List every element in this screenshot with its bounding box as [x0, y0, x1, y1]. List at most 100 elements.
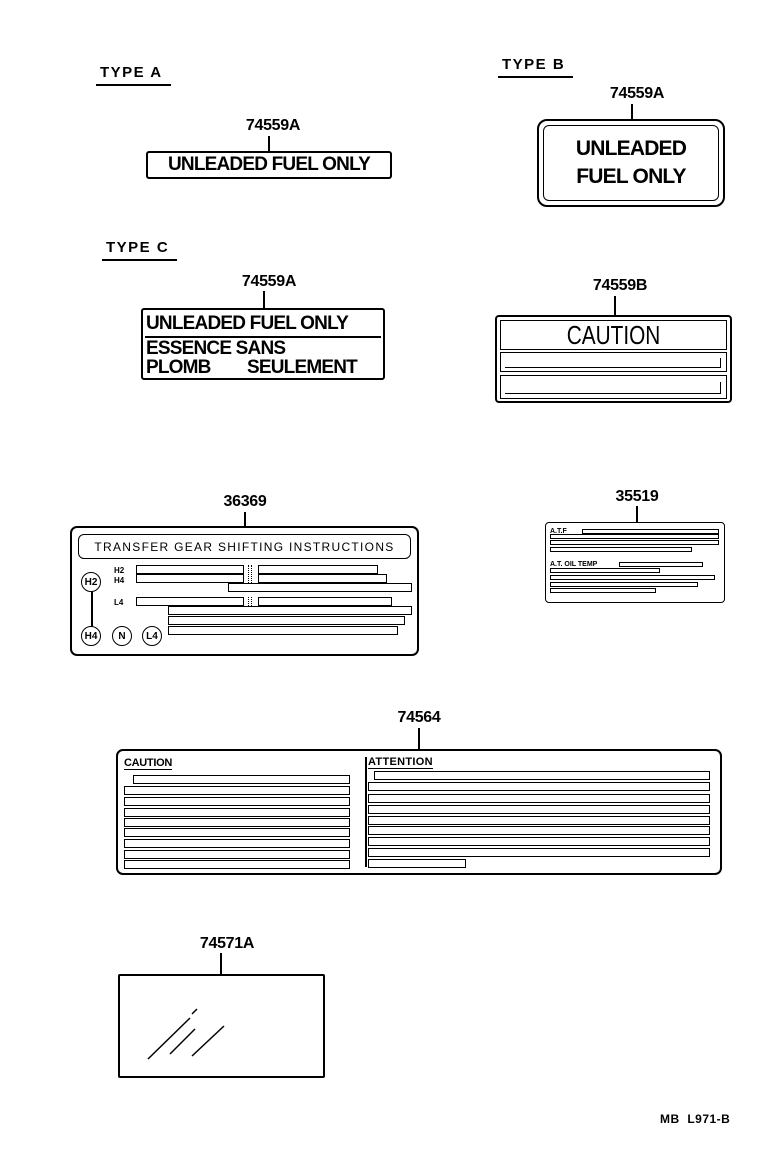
part-number-35519: 35519: [615, 488, 659, 505]
type-c-heading: TYPE C: [102, 239, 178, 261]
leader-line: [220, 953, 222, 975]
text-line-placeholder: [550, 582, 698, 587]
separator: [248, 565, 252, 583]
caution-heading: CAUTION: [124, 757, 173, 770]
text-placeholder-frame: [500, 352, 727, 372]
label-inner-frame: UNLEADED FUEL ONLY: [543, 125, 719, 201]
text-line-placeholder: [368, 816, 710, 825]
label-blank-74571a[interactable]: [118, 974, 325, 1078]
row-label-h4: H4: [114, 576, 125, 585]
label-unleaded-fuel-only-type-a[interactable]: UNLEADED FUEL ONLY: [146, 151, 392, 179]
label-text-line2: ESSENCE SANS: [146, 338, 286, 359]
text-line-placeholder: [550, 547, 692, 552]
leader-line: [263, 291, 265, 309]
leader-line: [418, 728, 420, 750]
text-line-placeholder: [124, 860, 350, 869]
text-line-placeholder: [124, 818, 350, 827]
diagram-reference-code: MB L971-B: [660, 1112, 731, 1126]
label-caution-attention[interactable]: CAUTION ATTENTION: [116, 749, 722, 875]
divider: [145, 336, 381, 338]
part-number-74559b: 74559B: [592, 277, 648, 294]
text-line-placeholder: [368, 782, 710, 791]
text-line-placeholder: [619, 562, 703, 567]
leader-line: [244, 512, 246, 527]
label-text-line3b: SEULEMENT: [247, 357, 358, 378]
label-transfer-gear-shifting[interactable]: TRANSFER GEAR SHIFTING INSTRUCTIONS H2 H…: [70, 526, 419, 656]
type-a-heading: TYPE A: [96, 64, 171, 86]
label-unleaded-fuel-only-bilingual[interactable]: UNLEADED FUEL ONLY ESSENCE SANS PLOMB SE…: [141, 308, 385, 380]
glass-reflection-icon: [147, 1008, 225, 1060]
text-line-placeholder: [228, 583, 412, 592]
text-line-placeholder: [368, 826, 710, 835]
label-text-line1: UNLEADED: [575, 137, 687, 160]
text-line-placeholder: [258, 597, 392, 606]
part-number-74571a: 74571A: [199, 935, 255, 952]
line-end: [719, 382, 721, 394]
text-line-placeholder: [124, 797, 350, 806]
text-line-placeholder: [133, 775, 350, 784]
text-line-placeholder: [550, 588, 656, 593]
label-caution-74559b[interactable]: CAUTION: [495, 315, 732, 403]
text-line-placeholder: [124, 850, 350, 859]
row-label-l4: L4: [114, 598, 124, 607]
label-text-line2: FUEL ONLY: [576, 165, 686, 188]
text-line-placeholder: [374, 771, 710, 780]
gear-h2-icon: H2: [81, 572, 101, 592]
column-divider: [365, 757, 367, 867]
label-text: UNLEADED FUEL ONLY: [167, 154, 371, 175]
label-at-fluid[interactable]: A.T.F A.T. OIL TEMP: [545, 522, 725, 603]
text-line-placeholder: [505, 366, 721, 368]
transfer-heading-frame: TRANSFER GEAR SHIFTING INSTRUCTIONS: [78, 534, 411, 559]
label-unleaded-fuel-only-type-b[interactable]: UNLEADED FUEL ONLY: [537, 119, 725, 207]
text-placeholder-frame: [500, 375, 727, 399]
text-line-placeholder: [505, 392, 721, 394]
text-line-placeholder: [550, 568, 660, 573]
text-line-placeholder: [136, 565, 244, 574]
leader-line: [614, 296, 616, 316]
text-line-placeholder: [136, 574, 244, 583]
text-line-placeholder: [582, 529, 719, 534]
at-oil-temp-heading: A.T. OIL TEMP: [550, 561, 598, 568]
text-line-placeholder: [168, 626, 398, 635]
text-line-placeholder: [136, 597, 244, 606]
text-line-placeholder: [168, 616, 405, 625]
row-label-h2: H2: [114, 566, 125, 575]
shift-path-line: [91, 583, 93, 630]
text-line-placeholder: [258, 574, 387, 583]
label-text-line1: UNLEADED FUEL ONLY: [146, 313, 349, 334]
text-line-placeholder: [124, 828, 350, 837]
gear-h4-icon: H4: [81, 626, 101, 646]
caution-heading-frame: CAUTION: [500, 320, 727, 350]
leader-line: [636, 506, 638, 523]
caution-heading: CAUTION: [566, 319, 661, 350]
text-line-placeholder: [168, 606, 412, 615]
text-line-placeholder: [368, 848, 710, 857]
part-number-74559a-type-c: 74559A: [241, 273, 297, 290]
text-line-placeholder: [550, 575, 715, 580]
gear-l4-icon: L4: [142, 626, 162, 646]
text-line-placeholder: [124, 808, 350, 817]
type-b-heading: TYPE B: [498, 56, 574, 78]
separator: [248, 597, 252, 606]
attention-heading: ATTENTION: [368, 756, 433, 769]
text-line-placeholder: [550, 534, 719, 539]
transfer-heading: TRANSFER GEAR SHIFTING INSTRUCTIONS: [94, 539, 395, 554]
part-number-74564: 74564: [397, 709, 441, 726]
part-number-74559a-type-a: 74559A: [245, 117, 301, 134]
text-line-placeholder: [368, 794, 710, 803]
text-line-placeholder: [368, 859, 466, 868]
text-line-placeholder: [124, 786, 350, 795]
part-number-36369: 36369: [223, 493, 267, 510]
text-line-placeholder: [368, 805, 710, 814]
leader-line: [631, 104, 633, 120]
text-line-placeholder: [550, 540, 719, 545]
line-end: [719, 358, 721, 368]
text-line-placeholder: [258, 565, 378, 574]
part-number-74559a-type-b: 74559A: [609, 85, 665, 102]
label-text-line3a: PLOMB: [146, 357, 211, 378]
atf-heading: A.T.F: [550, 528, 567, 535]
leader-line: [268, 136, 270, 152]
text-line-placeholder: [124, 839, 350, 848]
gear-n-icon: N: [112, 626, 132, 646]
text-line-placeholder: [368, 837, 710, 846]
